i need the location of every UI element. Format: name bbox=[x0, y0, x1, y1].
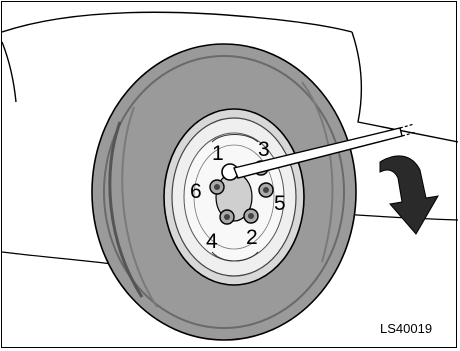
lug-nut-2 bbox=[244, 209, 258, 223]
rotation-arrow-icon bbox=[380, 156, 438, 234]
fender-line bbox=[2, 252, 112, 264]
lug-nut-label-5: 5 bbox=[274, 192, 286, 215]
lug-nut-6 bbox=[210, 180, 224, 194]
lug-nut-label-2: 2 bbox=[246, 226, 258, 249]
lug-nut-label-1: 1 bbox=[212, 142, 224, 165]
figure-id: LS40019 bbox=[380, 321, 432, 336]
lug-nut-5 bbox=[259, 183, 273, 197]
lug-nut-4 bbox=[220, 210, 234, 224]
lug-nut-label-6: 6 bbox=[190, 180, 202, 203]
lug-nut-label-4: 4 bbox=[206, 230, 218, 253]
lug-nut-label-3: 3 bbox=[258, 138, 270, 161]
